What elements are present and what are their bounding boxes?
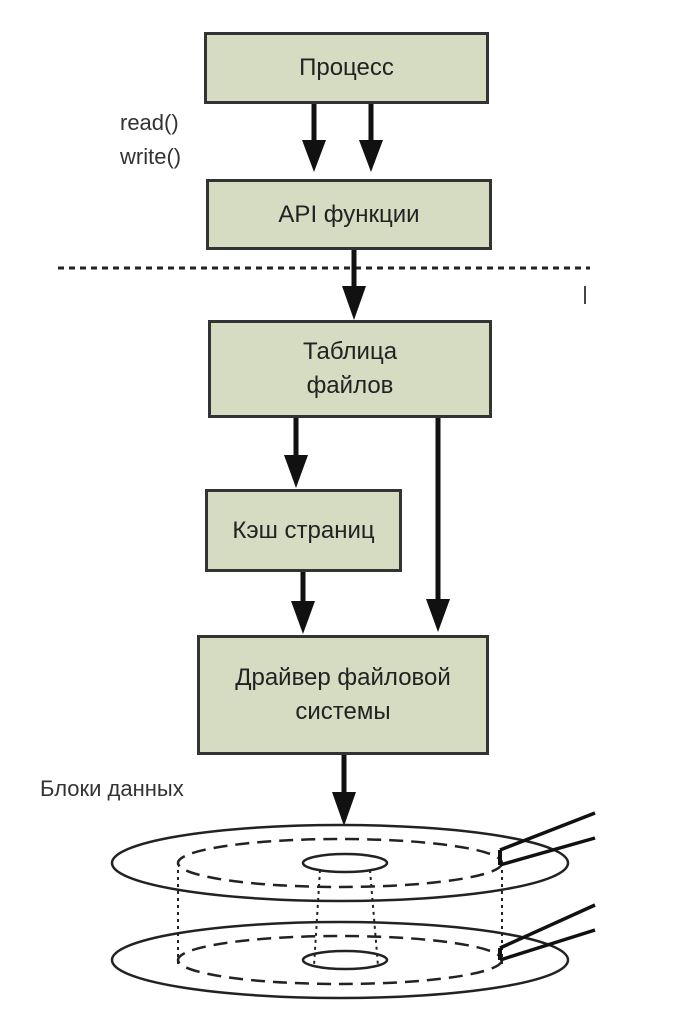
fs-driver-line1: Драйвер файловой [235,664,451,691]
data-blocks-label: Блоки данных [40,776,184,801]
disk-platters [110,823,570,1000]
fs-driver-box: Драйвер файловой системы [197,635,489,755]
file-table-line1: Таблица [302,338,398,365]
file-table-box: Таблица файлов [208,320,492,418]
arrow-cache-to-driver [291,571,315,634]
arrow-process-to-api-2 [359,103,383,172]
spindle-bottom [301,949,389,971]
arrow-api-to-file-table [342,249,366,320]
arrow-process-to-api-1 [302,103,326,172]
arrow-driver-to-disk [332,754,356,826]
process-label: Процесс [299,54,394,81]
disk-head-arms [498,811,596,962]
spindle-axis-left [313,869,321,967]
api-box: API функции [206,179,492,250]
spindle-axis-right [369,869,379,967]
arrow-file-table-to-driver [426,417,450,632]
api-label: API функции [278,200,420,228]
page-cache-label: Кэш страниц [232,516,375,544]
fs-driver-line2: системы [295,698,391,725]
spindle-top [301,852,389,874]
platter-top [110,823,570,903]
page-cache-box: Кэш страниц [205,489,402,572]
arrow-file-table-to-cache [284,417,308,488]
process-box: Процесс [204,32,489,104]
platter-bottom [110,920,570,1000]
read-label: read() [120,110,179,135]
write-label: write() [120,144,182,169]
file-table-line2: файлов [306,372,394,399]
